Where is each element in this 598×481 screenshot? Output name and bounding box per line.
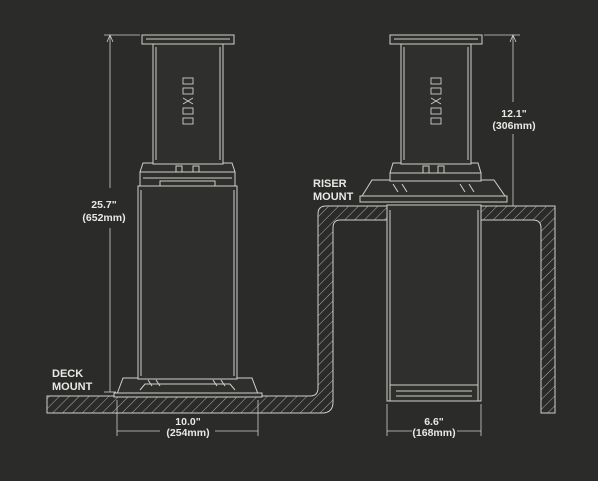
deck-base-flange [116, 377, 259, 395]
riser-height-mm: (306mm) [492, 120, 535, 132]
riser-width-dimension [386, 404, 482, 436]
deck-upper-housing [152, 42, 224, 165]
riser-mount-assembly [359, 34, 508, 402]
riser-base-flange [361, 179, 506, 197]
riser-width-inches: 6.6" [424, 416, 444, 428]
deck-width-inches: 10.0" [175, 416, 200, 428]
deck-height-dimension [104, 33, 140, 393]
deck-base-plate [113, 392, 263, 398]
deck-width-dimension [116, 400, 259, 436]
riser-mount-label-line1: RISER [313, 178, 347, 190]
deck-height-mm: (652mm) [82, 212, 125, 224]
deck-logo-icon [182, 77, 194, 125]
deck-slab [46, 205, 556, 414]
deck-base-slots [139, 379, 236, 391]
deck-mount-label-line1: DECK [52, 368, 83, 380]
deck-height-inches: 25.7" [91, 199, 116, 211]
riser-width-mm: (168mm) [412, 427, 455, 439]
riser-upper-housing [400, 42, 472, 165]
riser-logo-icon [430, 77, 442, 125]
riser-height-dimension [484, 33, 520, 206]
riser-collar [389, 162, 482, 182]
riser-height-inches: 12.1" [501, 108, 526, 120]
deck-column-lower [137, 185, 238, 380]
riser-bottom-band [389, 384, 479, 402]
riser-mount-label-line2: MOUNT [313, 191, 354, 203]
deck-collar [139, 162, 236, 187]
deck-mount-label-line2: MOUNT [52, 381, 93, 393]
deck-width-mm: (254mm) [166, 427, 209, 439]
riser-base-slots [392, 183, 475, 193]
deck-mount-assembly [46, 34, 556, 414]
riser-column-lower [386, 204, 482, 402]
